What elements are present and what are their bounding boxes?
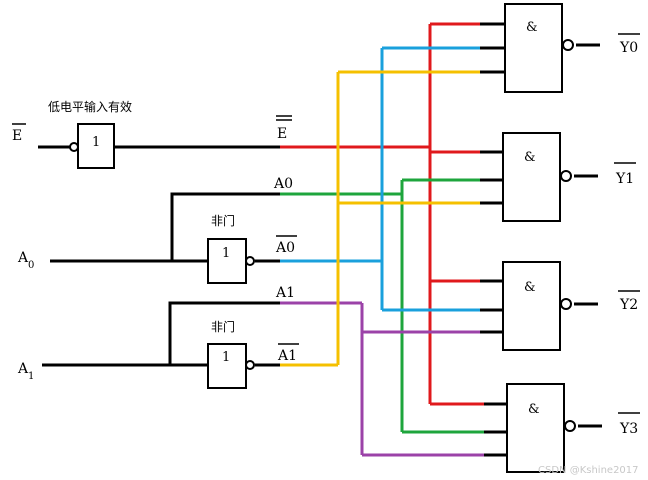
input-label-a0: A 0 [17,250,34,271]
a0-branch-wire [170,192,280,261]
nand-y0-symbol: & [526,20,538,35]
nand-gate-y2: & [502,261,572,351]
output-label-y2: Y2 [618,290,640,313]
inverter-a1-output-bubble [245,360,255,370]
nand-y2-output-bubble [560,298,572,310]
nand-gate-y1: & [502,132,572,222]
inverter-note-a1: 非门 [211,319,235,334]
nand-y1-symbol: & [524,150,536,165]
signal-a1-bar-text: A1 [277,348,297,364]
nand-gate-y0: & [504,3,574,93]
nand-y0-output-bubble [562,39,574,51]
output-y2-text: Y2 [619,297,638,313]
inverter-gate-e: 1 [69,123,115,169]
signal-e-bar-text: E [277,126,287,142]
inverter-a1-symbol: 1 [222,350,230,365]
input-label-a1: A 1 [17,361,34,382]
input-label-e-bar: E [12,123,26,144]
input-a0-subscript: 0 [28,260,34,271]
input-e-bar-text: E [12,128,22,144]
nand-y2-symbol: & [524,280,536,295]
a1-branch-wire [168,301,280,365]
black-wires [38,22,602,457]
inverter-a0-output-bubble [245,256,255,266]
a0-bar-signal-wires [280,46,480,312]
nand-y1-output-bubble [560,170,572,182]
output-y1-text: Y1 [615,171,634,187]
inverter-gate-a0: 1 [207,238,255,284]
output-label-y3: Y3 [618,412,640,437]
output-y3-text: Y3 [619,421,638,437]
input-a1-text: A [17,361,29,377]
nand-y3-symbol: & [528,402,540,417]
output-label-y1: Y1 [614,162,636,187]
signal-label-e-bar: E [276,115,292,142]
signal-a1-label: A1 [275,285,295,301]
watermark: CSDN @Kshine2017 [538,465,639,476]
inverter-a0-symbol: 1 [222,246,230,261]
e-signal-wires [280,22,484,406]
inverter-e-symbol: 1 [92,135,100,150]
active-low-note: 低电平输入有效 [48,99,132,114]
nand-y3-output-bubble [564,420,576,432]
a1-signal-wires [280,301,484,457]
inverter-e-input-bubble [69,142,79,152]
input-a0-text: A [17,250,29,266]
output-y0-text: Y0 [619,40,638,56]
input-a1-subscript: 1 [28,371,34,382]
signal-a0-label: A0 [273,176,293,192]
inverter-note-a0: 非门 [211,213,235,228]
output-label-y0: Y0 [618,33,640,56]
nand-gate-y3: & [506,383,576,473]
signal-label-a1-bar: A1 [277,343,299,364]
a1-bar-signal-wires [280,70,480,367]
signal-label-a0-bar: A0 [275,235,297,256]
inverter-gate-a1: 1 [207,343,255,389]
signal-a0-bar-text: A0 [275,240,295,256]
